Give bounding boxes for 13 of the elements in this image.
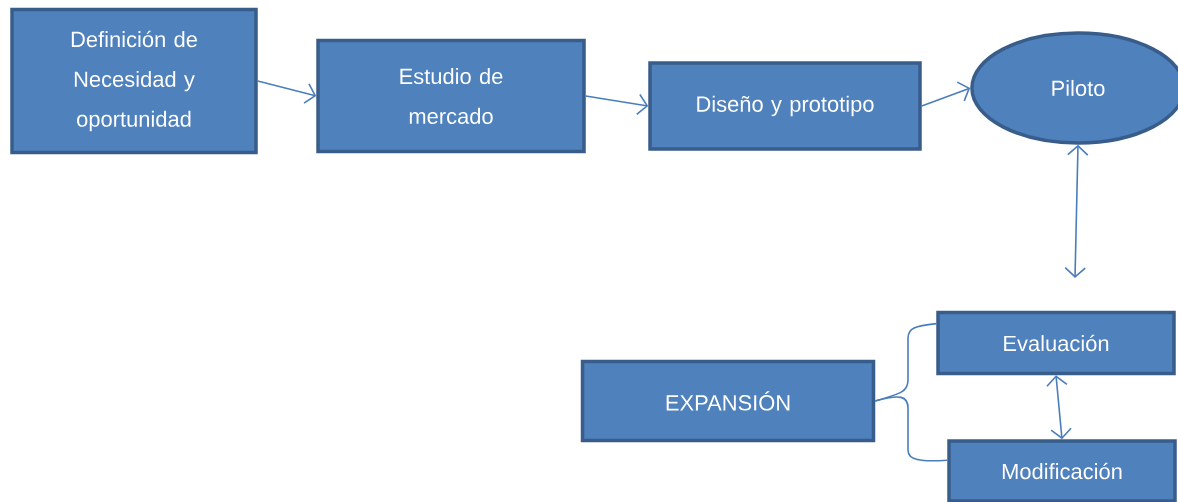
bracket-line <box>874 396 949 462</box>
arrow <box>1046 375 1072 440</box>
process-box: Modificación <box>947 439 1177 502</box>
arrow <box>256 80 317 104</box>
arrow <box>1064 144 1089 278</box>
process-box: Estudio de mercado <box>316 38 586 154</box>
process-box: Diseño y prototipo <box>648 61 922 151</box>
process-box: Evaluación <box>936 310 1176 376</box>
arrow <box>584 93 649 116</box>
process-box: Definición de Necesidad y oportunidad <box>10 7 258 155</box>
bracket-line <box>874 322 938 402</box>
arrow <box>920 81 971 107</box>
process-box: EXPANSIÓN <box>580 359 876 443</box>
